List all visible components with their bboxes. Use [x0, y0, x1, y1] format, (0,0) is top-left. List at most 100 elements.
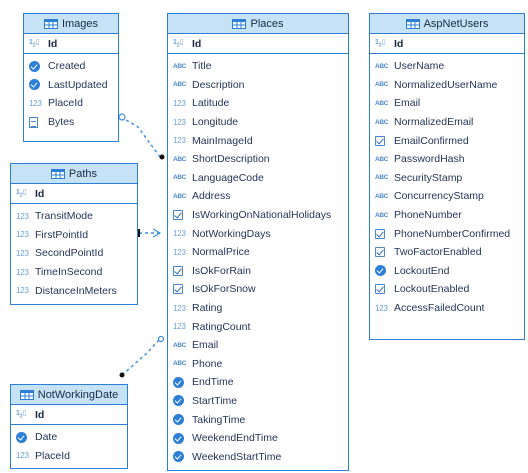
table-header[interactable]: AspNetUsers — [370, 14, 524, 34]
column-row[interactable]: IsWorkingOnNationalHolidays — [168, 206, 348, 225]
column-row[interactable]: LockoutEnabled — [370, 280, 524, 299]
column-row[interactable]: EmailConfirmed — [370, 131, 524, 150]
column-name: Title — [192, 60, 212, 73]
primary-key-label: Id — [192, 37, 202, 50]
column-row[interactable]: 123 TimeInSecond — [11, 263, 137, 282]
column-name: DistanceInMeters — [35, 284, 117, 297]
primary-key-row[interactable]: 12▯Id — [370, 34, 524, 54]
primary-key-row[interactable]: 12▯Id — [11, 405, 127, 425]
table-header[interactable]: Places — [168, 14, 348, 34]
key-icon: 12▯ — [173, 39, 184, 49]
column-name: AccessFailedCount — [394, 302, 485, 315]
column-name: IsOkForRain — [192, 264, 251, 277]
notworkingdate-relationship-dot — [119, 372, 125, 378]
column-row[interactable]: ABC NormalizedUserName — [370, 76, 524, 95]
number-type-icon: 123 — [16, 451, 29, 461]
column-name: RatingCount — [192, 320, 251, 333]
clock-icon — [16, 431, 32, 443]
checkbox-icon — [375, 247, 391, 258]
column-name: SecurityStamp — [394, 171, 463, 184]
column-row[interactable]: LastUpdated — [24, 76, 118, 95]
text-type-icon: ABC — [173, 174, 187, 182]
table-icon — [232, 18, 250, 30]
primary-key-row[interactable]: 12▯ Id — [168, 34, 348, 54]
column-name: PasswordHash — [394, 153, 465, 166]
key-icon: 12▯ — [375, 39, 386, 49]
column-name: UserName — [394, 60, 445, 73]
column-row[interactable]: TakingTime — [168, 410, 348, 429]
column-name: StartTime — [192, 394, 238, 407]
column-row[interactable]: EndTime — [168, 373, 348, 392]
column-row[interactable]: WeekendStartTime — [168, 447, 348, 466]
column-name: NormalizedUserName — [394, 78, 498, 91]
column-row[interactable]: IsOkForRain — [168, 262, 348, 281]
checkbox-icon — [375, 135, 391, 146]
checkbox-icon — [375, 228, 391, 239]
column-row[interactable]: StartTime — [168, 392, 348, 411]
column-name: TimeInSecond — [35, 266, 103, 279]
column-name: WeekendStartTime — [192, 450, 282, 463]
column-row[interactable]: WeekendEndTime — [168, 429, 348, 448]
column-row[interactable]: TwoFactorEnabled — [370, 243, 524, 262]
places-fk-end-marker — [157, 335, 165, 343]
key-icon: 12▯ — [29, 39, 40, 49]
text-type-icon: ABC — [375, 81, 389, 89]
column-row[interactable]: ABC SecurityStamp — [370, 169, 524, 188]
checkbox-icon — [173, 265, 189, 276]
column-row[interactable]: LockoutEnd — [370, 262, 524, 281]
column-row[interactable]: Created — [24, 57, 118, 76]
primary-key-label: Id — [48, 37, 58, 50]
primary-key-row[interactable]: 12▯Id — [11, 184, 137, 204]
column-row[interactable]: IsOkForSnow — [168, 280, 348, 299]
images-places-relationship-line — [120, 116, 161, 158]
table-header[interactable]: NotWorkingDate — [11, 385, 127, 405]
number-type-icon: 123 — [173, 247, 186, 257]
column-name: Bytes — [48, 116, 75, 129]
text-type-icon: ABC — [375, 174, 389, 182]
table-header[interactable]: Images — [24, 14, 118, 34]
column-row[interactable]: Date — [11, 428, 127, 447]
column-name: LockoutEnd — [394, 264, 450, 277]
column-row[interactable]: PhoneNumberConfirmed — [370, 224, 524, 243]
number-type-icon: 123 — [173, 117, 186, 127]
column-name: TransitMode — [35, 210, 93, 223]
primary-key-row[interactable]: 12▯ Id — [24, 34, 118, 54]
column-row[interactable]: Bytes — [24, 113, 118, 132]
primary-key-label: Id — [35, 408, 45, 421]
table-header[interactable]: Paths — [11, 164, 137, 184]
column-name: FirstPointId — [35, 228, 89, 241]
number-type-icon: 123 — [16, 267, 29, 277]
